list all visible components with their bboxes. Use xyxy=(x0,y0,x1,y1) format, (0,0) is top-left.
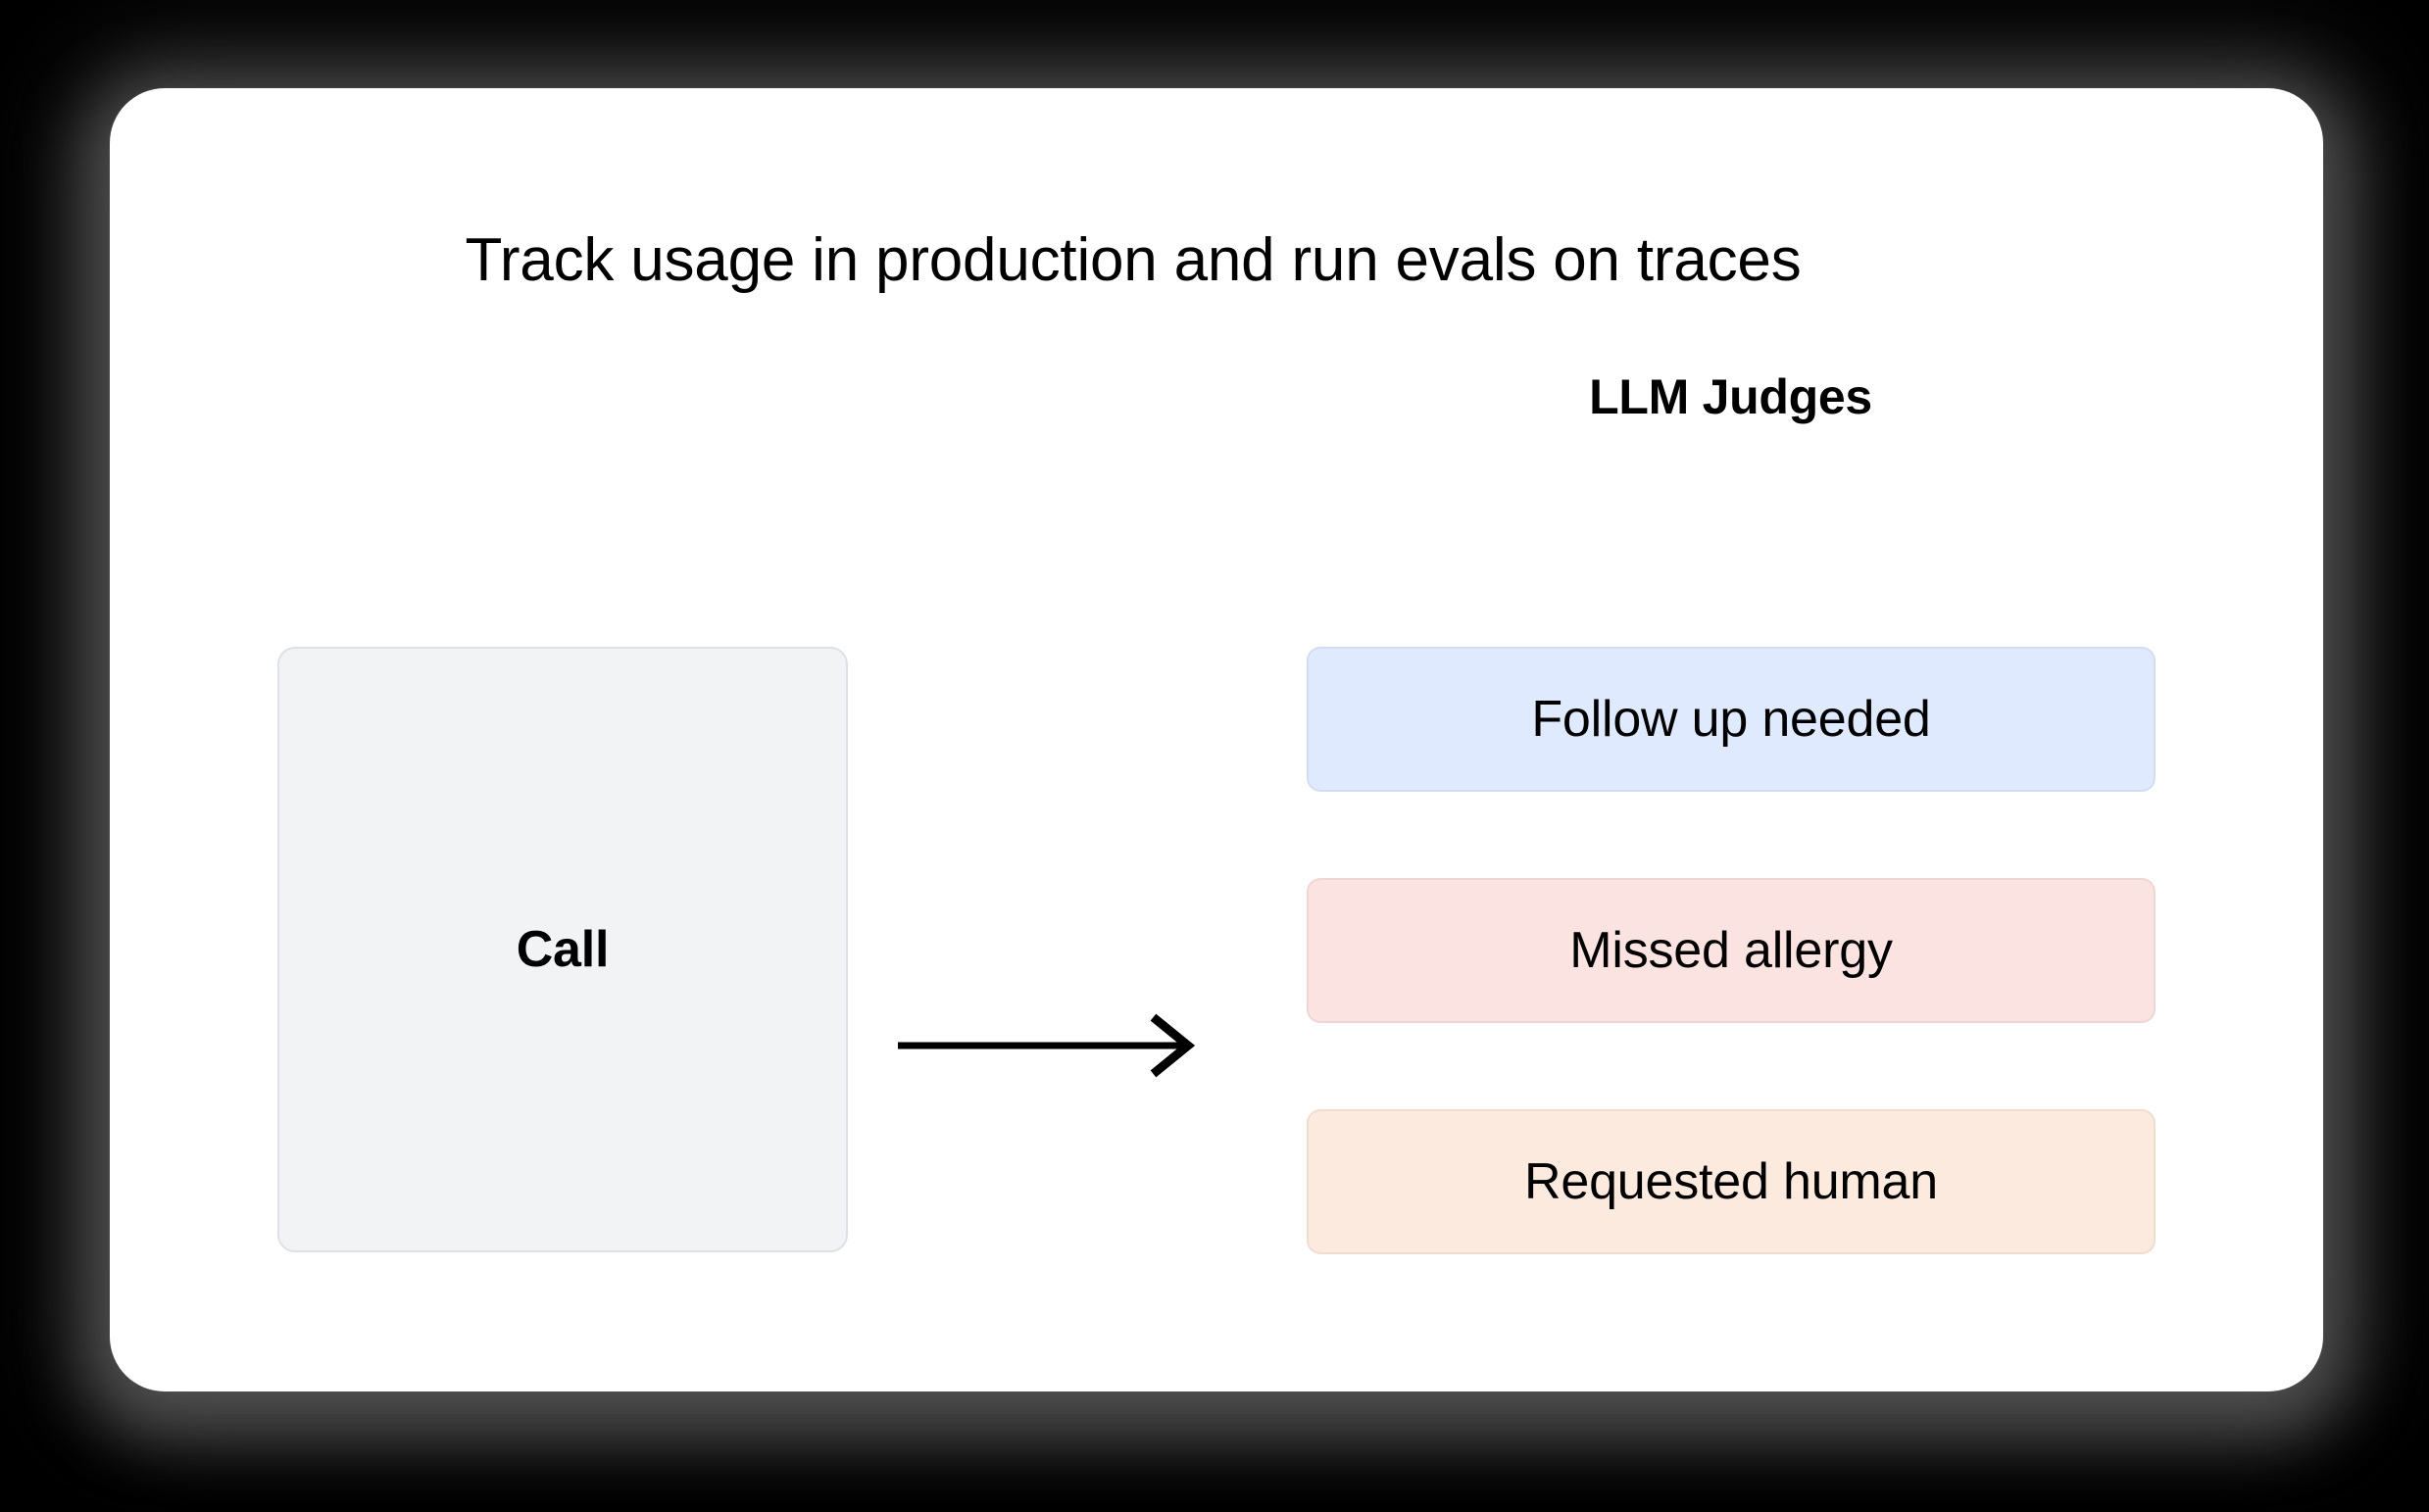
judge-card-list: Follow up needed Missed allergy Requeste… xyxy=(1307,647,2156,1254)
judge-card-label: Requested human xyxy=(1524,1153,1938,1210)
call-node[interactable]: Call xyxy=(277,647,848,1252)
judge-card-missed-allergy[interactable]: Missed allergy xyxy=(1307,878,2156,1023)
arrow-right-icon xyxy=(894,1004,1208,1087)
page-title: Track usage in production and run evals … xyxy=(465,226,1802,294)
slide-card: Track usage in production and run evals … xyxy=(110,88,2323,1391)
call-node-label: Call xyxy=(516,921,610,978)
judge-card-label: Follow up needed xyxy=(1531,691,1931,748)
llm-judges-heading: LLM Judges xyxy=(1589,369,1872,424)
judge-card-label: Missed allergy xyxy=(1569,922,1893,979)
judge-card-follow-up-needed[interactable]: Follow up needed xyxy=(1307,647,2156,792)
judge-card-requested-human[interactable]: Requested human xyxy=(1307,1109,2156,1254)
